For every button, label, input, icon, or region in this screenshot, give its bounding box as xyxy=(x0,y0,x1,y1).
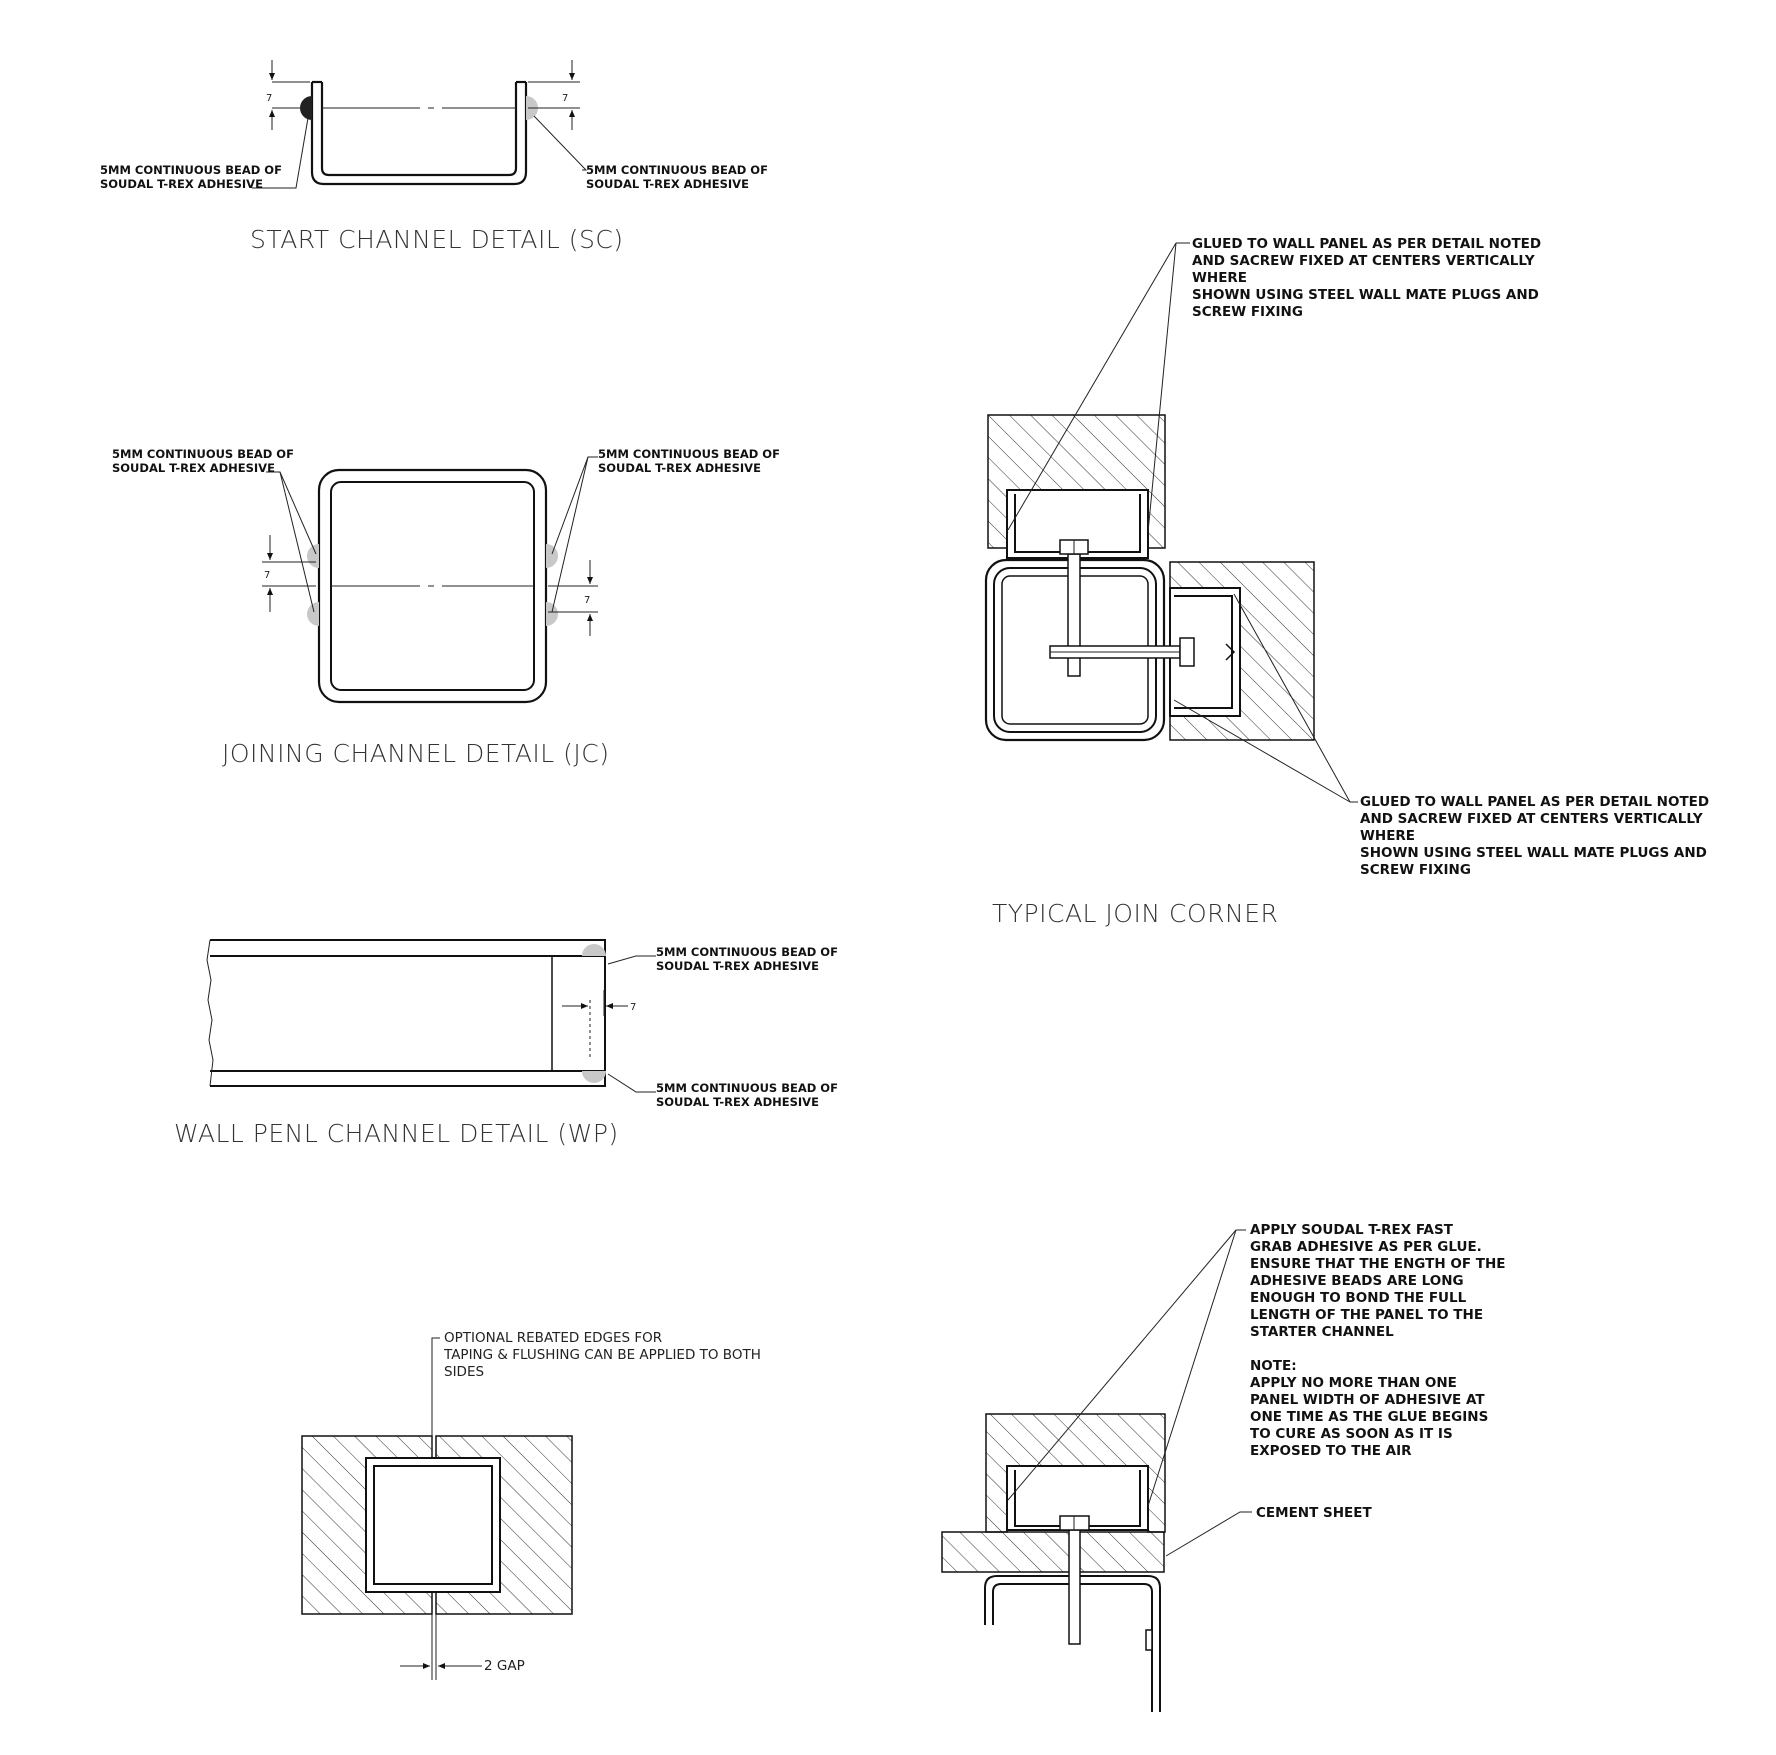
starter-note-10: APPLY NO MORE THAN ONE xyxy=(1250,1375,1457,1391)
starter-note-9: NOTE: xyxy=(1250,1358,1297,1374)
starter-note-11: PANEL WIDTH OF ADHESIVE AT xyxy=(1250,1392,1485,1408)
sc-left-note-line1: 5MM CONTINUOUS BEAD OF xyxy=(100,163,282,177)
jc-bead-left-bottom xyxy=(307,602,319,626)
jc-dim-right: 7 xyxy=(584,595,590,606)
corner-bottom-note-3: WHERE xyxy=(1360,828,1415,844)
jc-left-note-line2: SOUDAL T-REX ADHESIVE xyxy=(112,461,275,475)
panel-gap-detail: 2 GAP OPTIONAL REBATED EDGES FOR TAPING … xyxy=(301,1330,761,1680)
jc-title: JOINING CHANNEL DETAIL (JC) xyxy=(222,739,610,768)
starter-note-6: LENGTH OF THE PANEL TO THE xyxy=(1250,1307,1483,1323)
wp-bottom-note-line2: SOUDAL T-REX ADHESIVE xyxy=(656,1095,819,1109)
jc-bead-right-bottom xyxy=(546,602,558,626)
joining-channel-detail: 7 7 5MM CONTINUOUS BEAD OF SOUDAL T-REX … xyxy=(112,447,780,768)
wp-dim: 7 xyxy=(630,1002,636,1013)
sc-left-note-line2: SOUDAL T-REX ADHESIVE xyxy=(100,177,263,191)
corner-bottom-note-2: AND SACREW FIXED AT CENTERS VERTICALLY xyxy=(1360,811,1703,827)
starter-note-13: TO CURE AS SOON AS IT IS xyxy=(1250,1426,1453,1442)
starter-note-12: ONE TIME AS THE GLUE BEGINS xyxy=(1250,1409,1488,1425)
joining-channel-outer xyxy=(317,468,548,704)
gap-channel-outer xyxy=(365,1457,501,1593)
corner-bottom-note-5: SCREW FIXING xyxy=(1360,862,1471,878)
wp-top-note-line2: SOUDAL T-REX ADHESIVE xyxy=(656,959,819,973)
sc-dim-right: 7 xyxy=(562,93,568,104)
starter-note-7: STARTER CHANNEL xyxy=(1250,1324,1394,1340)
starter-channel-detail: APPLY SOUDAL T-REX FAST GRAB ADHESIVE AS… xyxy=(941,1222,1505,1712)
sc-dim-left: 7 xyxy=(266,93,272,104)
starter-note-3: ENSURE THAT THE ENGTH OF THE xyxy=(1250,1256,1505,1272)
gap-dim: 2 GAP xyxy=(484,1658,525,1674)
jc-dim-left: 7 xyxy=(264,570,270,581)
starter-note-5: ENOUGH TO BOND THE FULL xyxy=(1250,1290,1467,1306)
rebate-note-1: OPTIONAL REBATED EDGES FOR xyxy=(444,1330,662,1346)
wp-bead-top xyxy=(582,944,606,956)
wp-title: WALL PENL CHANNEL DETAIL (WP) xyxy=(174,1119,619,1148)
corner-title: TYPICAL JOIN CORNER xyxy=(992,899,1278,928)
wall-panel-channel-detail: 7 5MM CONTINUOUS BEAD OF SOUDAL T-REX AD… xyxy=(174,939,838,1148)
cement-sheet-label: CEMENT SHEET xyxy=(1256,1505,1372,1521)
wp-top-note-line1: 5MM CONTINUOUS BEAD OF xyxy=(656,945,838,959)
typical-join-corner-detail: GLUED TO WALL PANEL AS PER DETAIL NOTED … xyxy=(984,236,1709,928)
rebate-note-2: TAPING & FLUSHING CAN BE APPLIED TO BOTH xyxy=(443,1347,761,1363)
jc-right-note-line2: SOUDAL T-REX ADHESIVE xyxy=(598,461,761,475)
corner-top-note-2: AND SACREW FIXED AT CENTERS VERTICALLY xyxy=(1192,253,1535,269)
starter-note-14: EXPOSED TO THE AIR xyxy=(1250,1443,1412,1459)
sc-right-note-line1: 5MM CONTINUOUS BEAD OF xyxy=(586,163,768,177)
corner-top-note-3: WHERE xyxy=(1192,270,1247,286)
start-channel-profile xyxy=(310,82,528,186)
cement-sheet xyxy=(941,1531,1165,1573)
starter-note-4: ADHESIVE BEADS ARE LONG xyxy=(1250,1273,1464,1289)
jc-left-note-line1: 5MM CONTINUOUS BEAD OF xyxy=(112,447,294,461)
wp-bead-bottom xyxy=(582,1071,606,1083)
corner-top-note-5: SCREW FIXING xyxy=(1192,304,1303,320)
corner-bottom-note-1: GLUED TO WALL PANEL AS PER DETAIL NOTED xyxy=(1360,794,1709,810)
starter-note-2: GRAB ADHESIVE AS PER GLUE. xyxy=(1250,1239,1482,1255)
start-channel-detail: 7 7 5MM CONTINUOUS BEAD OF SOUDAL T-REX … xyxy=(100,60,768,254)
corner-bottom-note-4: SHOWN USING STEEL WALL MATE PLUGS AND xyxy=(1360,845,1707,861)
jc-bead-right-top xyxy=(546,544,558,568)
corner-top-note-1: GLUED TO WALL PANEL AS PER DETAIL NOTED xyxy=(1192,236,1541,252)
rebate-note-3: SIDES xyxy=(444,1364,484,1380)
starter-screw xyxy=(1068,1529,1081,1645)
corner-top-note-4: SHOWN USING STEEL WALL MATE PLUGS AND xyxy=(1192,287,1539,303)
sc-right-note-line2: SOUDAL T-REX ADHESIVE xyxy=(586,177,749,191)
jc-right-note-line1: 5MM CONTINUOUS BEAD OF xyxy=(598,447,780,461)
wp-bottom-note-line1: 5MM CONTINUOUS BEAD OF xyxy=(656,1081,838,1095)
sc-title: START CHANNEL DETAIL (SC) xyxy=(250,225,624,254)
starter-note-1: APPLY SOUDAL T-REX FAST xyxy=(1250,1222,1454,1238)
